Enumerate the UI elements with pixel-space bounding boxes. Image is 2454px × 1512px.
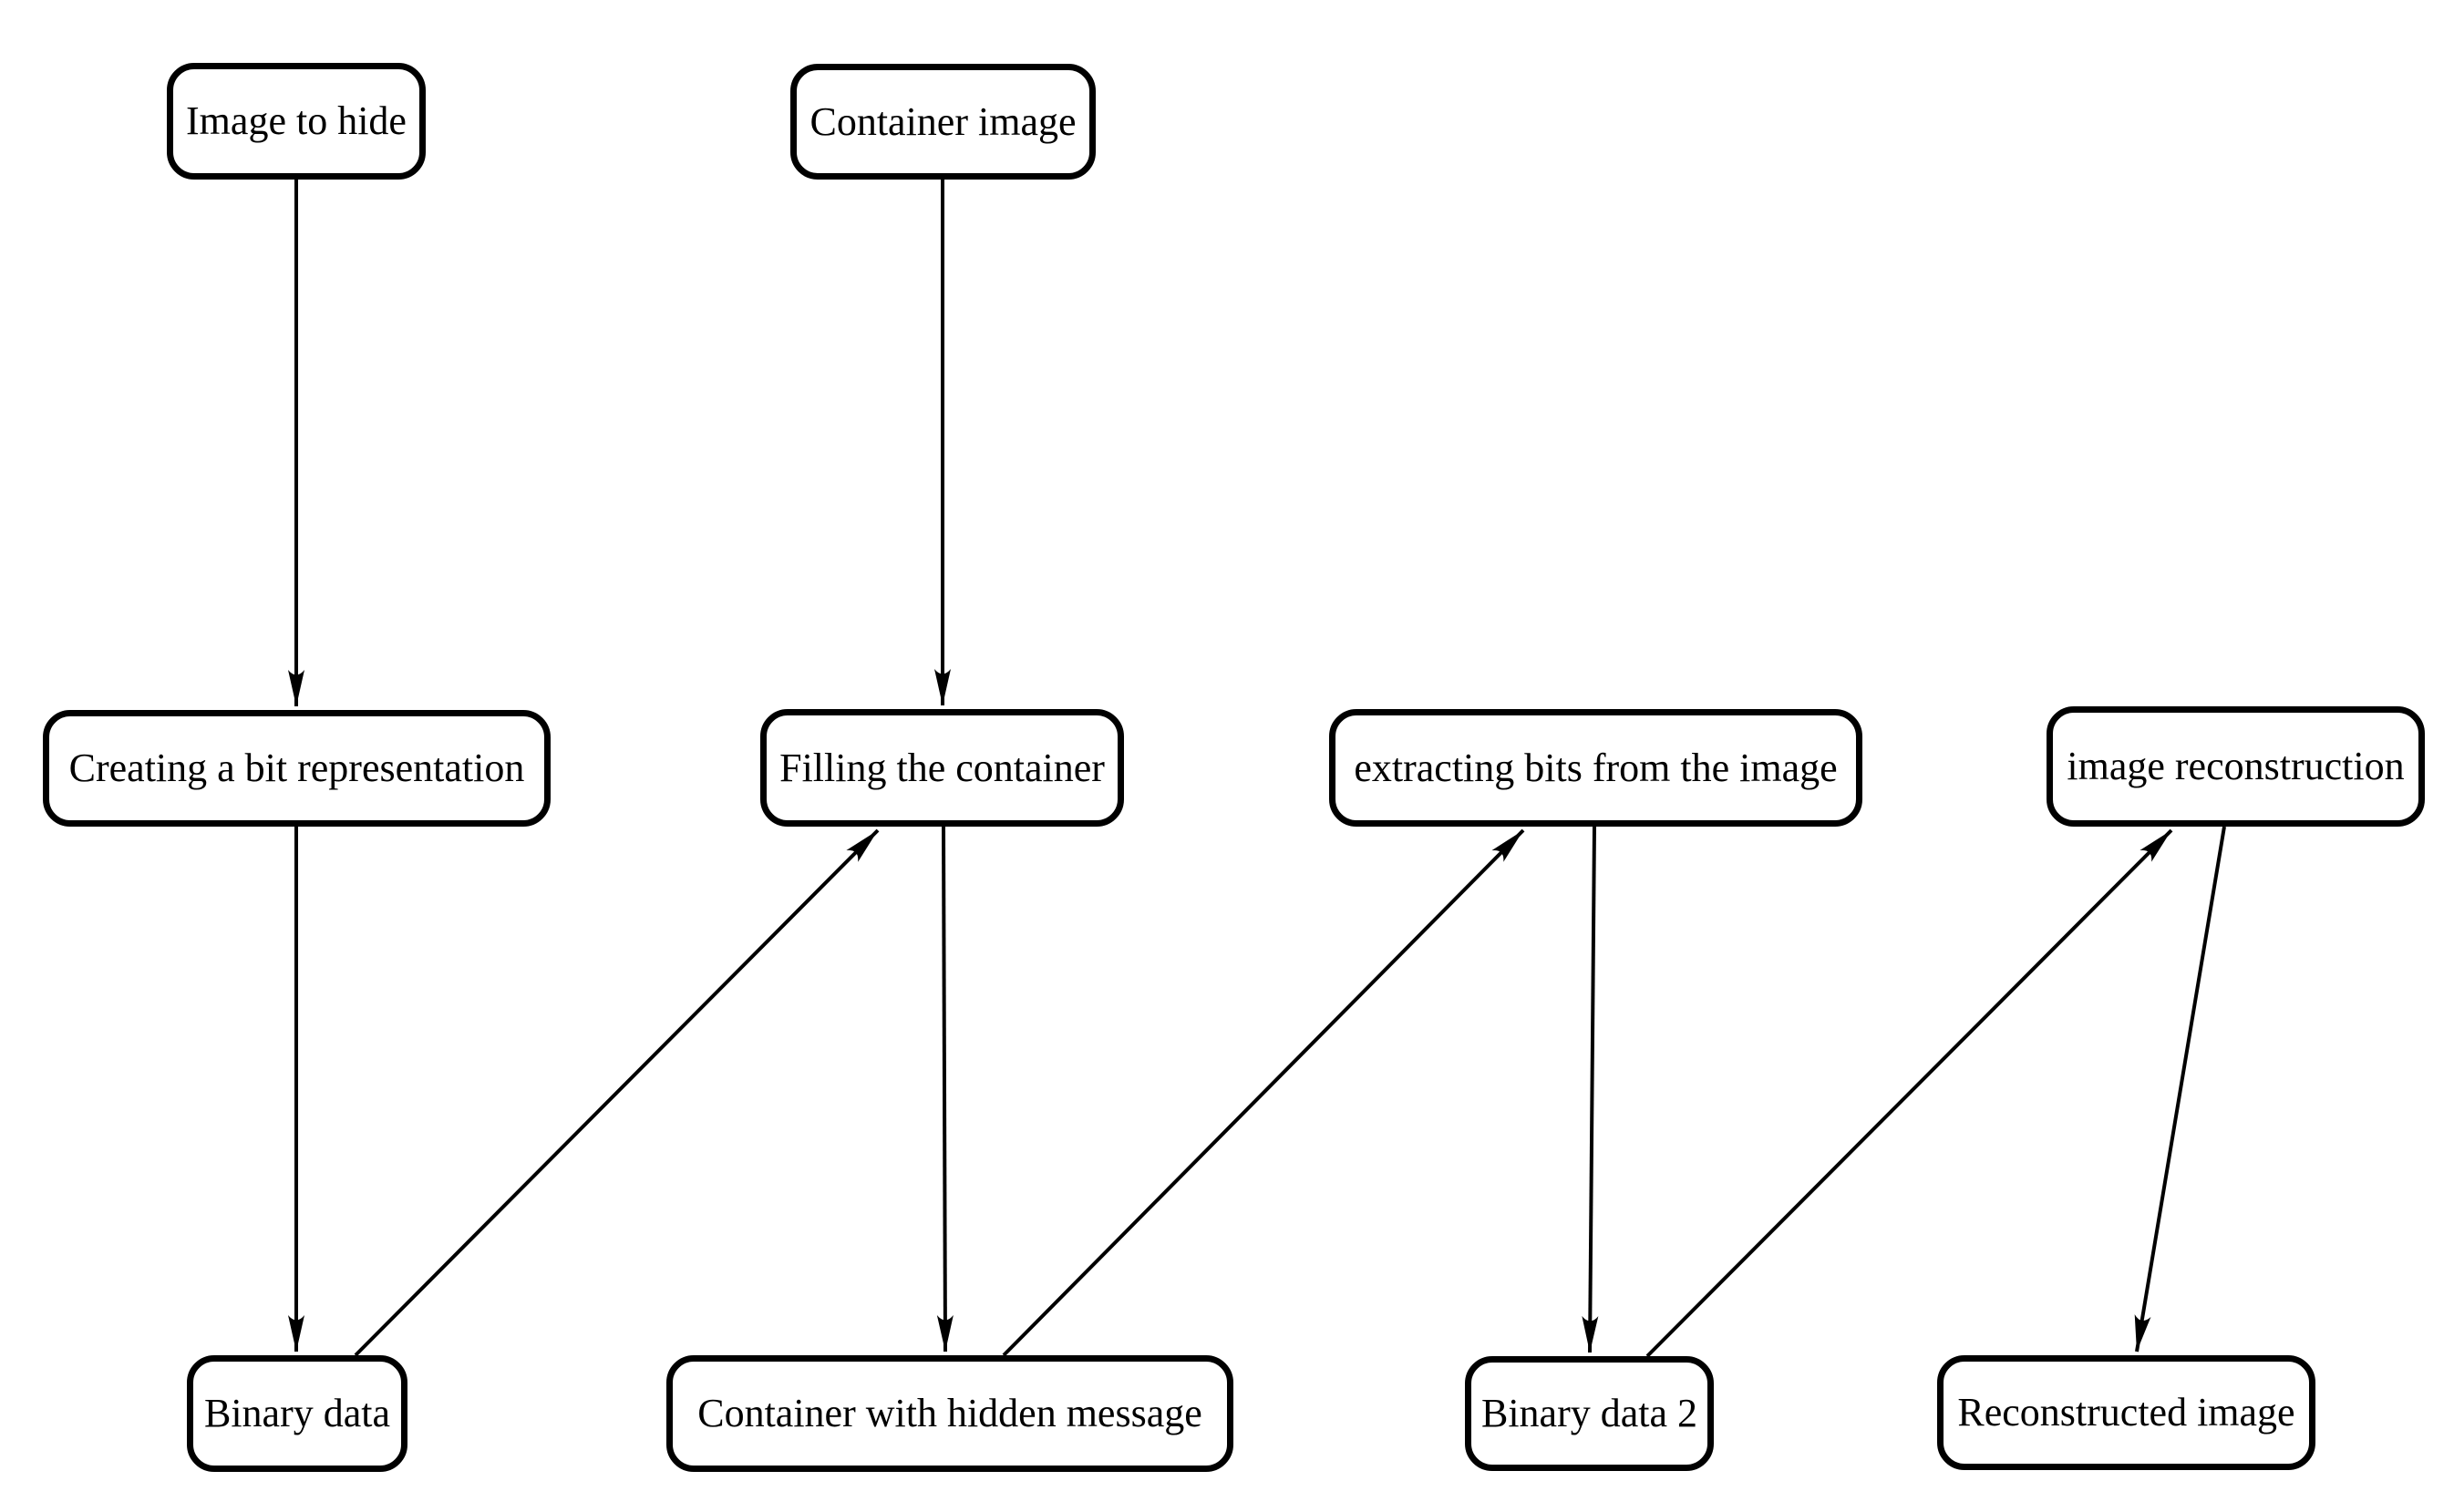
edge-extracting-bits-from-the-image--to--binary-data-2 <box>1582 826 1599 1353</box>
node-creating-a-bit-representation: Creating a bit representation <box>43 710 551 827</box>
edge-filling-the-container--to--container-with-hidden-message <box>936 826 954 1353</box>
edge-binary-data-2--to--image-reconstruction <box>1645 828 2173 1358</box>
edge-binary-data--to--filling-the-container <box>354 828 880 1357</box>
node-image-to-hide: Image to hide <box>167 63 426 180</box>
node-image-reconstruction: image reconstruction <box>2047 706 2425 827</box>
node-filling-the-container: Filling the container <box>760 709 1124 827</box>
node-container-with-hidden-message: Container with hidden message <box>666 1355 1233 1472</box>
node-container-image: Container image <box>790 64 1096 180</box>
node-reconstructed-image: Reconstructed image <box>1937 1355 2315 1470</box>
node-binary-data: Binary data <box>187 1355 407 1472</box>
node-binary-data-2: Binary data 2 <box>1465 1356 1714 1471</box>
edge-container-with-hidden-message--to--extracting-bits-from-the-image <box>1002 828 1525 1357</box>
edges-group <box>288 180 2226 1358</box>
edge-image-reconstruction--to--reconstructed-image <box>2134 826 2226 1353</box>
node-extracting-bits-from-the-image: extracting bits from the image <box>1329 709 1862 827</box>
